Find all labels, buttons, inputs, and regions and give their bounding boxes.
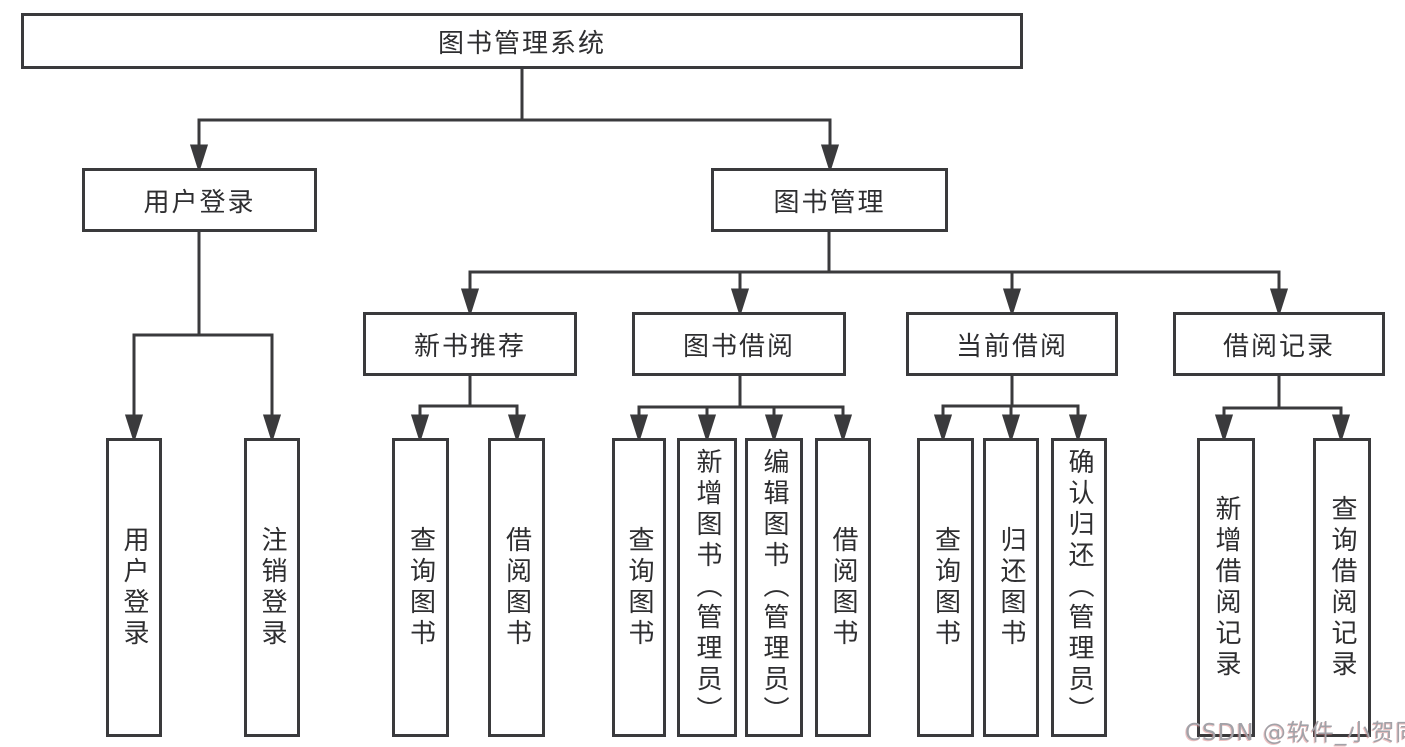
node-library-system-label: 图书管理系统 bbox=[437, 28, 606, 59]
node-book-borrow: 图书借阅 bbox=[632, 312, 846, 376]
leaf-borrow-books: 借阅图书 bbox=[815, 438, 871, 737]
leaf-user-login: 用户登录 bbox=[106, 438, 162, 737]
node-new-book-recommend: 新书推荐 bbox=[363, 312, 577, 376]
leaf-query-books-current-label: 查询图书 bbox=[930, 525, 961, 650]
node-library-system: 图书管理系统 bbox=[21, 13, 1023, 69]
leaf-return-books: 归还图书 bbox=[983, 438, 1039, 737]
leaf-query-books-borrow: 查询图书 bbox=[612, 438, 666, 737]
csdn-watermark: CSDN @软件_小贺同学 bbox=[1185, 720, 1405, 746]
leaf-query-books-recommend: 查询图书 bbox=[392, 438, 449, 737]
node-current-borrow: 当前借阅 bbox=[906, 312, 1118, 376]
leaf-return-books-label: 归还图书 bbox=[996, 525, 1026, 650]
leaf-borrow-books-label: 借阅图书 bbox=[828, 525, 858, 650]
node-user-login-label: 用户登录 bbox=[143, 187, 256, 218]
node-user-login: 用户登录 bbox=[82, 168, 317, 232]
leaf-add-borrow-record-label: 新增借阅记录 bbox=[1211, 494, 1241, 681]
node-book-borrow-label: 图书借阅 bbox=[682, 331, 795, 362]
leaf-add-book-admin: 新增图书（管理员） bbox=[677, 438, 737, 737]
leaf-add-book-admin-label: 新增图书（管理员） bbox=[692, 448, 722, 727]
leaf-query-books-recommend-label: 查询图书 bbox=[405, 525, 436, 650]
node-book-management-label: 图书管理 bbox=[773, 187, 886, 218]
leaf-query-books-borrow-label: 查询图书 bbox=[624, 525, 654, 650]
leaf-query-books-current: 查询图书 bbox=[917, 438, 974, 737]
leaf-borrow-books-recommend-label: 借阅图书 bbox=[501, 525, 532, 650]
node-book-management: 图书管理 bbox=[711, 168, 948, 232]
leaf-logout-label: 注销登录 bbox=[257, 525, 287, 650]
node-borrow-records: 借阅记录 bbox=[1173, 312, 1385, 376]
leaf-confirm-return-admin: 确认归还（管理员） bbox=[1051, 438, 1107, 737]
leaf-confirm-return-admin-label: 确认归还（管理员） bbox=[1064, 448, 1094, 727]
leaf-user-login-label: 用户登录 bbox=[119, 525, 149, 650]
node-new-book-recommend-label: 新书推荐 bbox=[413, 331, 526, 362]
leaf-edit-book-admin: 编辑图书（管理员） bbox=[745, 438, 803, 737]
leaf-logout: 注销登录 bbox=[244, 438, 300, 737]
node-current-borrow-label: 当前借阅 bbox=[955, 331, 1068, 362]
leaf-add-borrow-record: 新增借阅记录 bbox=[1197, 438, 1255, 737]
leaf-query-borrow-record-label: 查询借阅记录 bbox=[1327, 494, 1357, 681]
leaf-edit-book-admin-label: 编辑图书（管理员） bbox=[759, 448, 789, 727]
leaf-borrow-books-recommend: 借阅图书 bbox=[488, 438, 545, 737]
leaf-query-borrow-record: 查询借阅记录 bbox=[1313, 438, 1371, 737]
node-borrow-records-label: 借阅记录 bbox=[1222, 331, 1335, 362]
